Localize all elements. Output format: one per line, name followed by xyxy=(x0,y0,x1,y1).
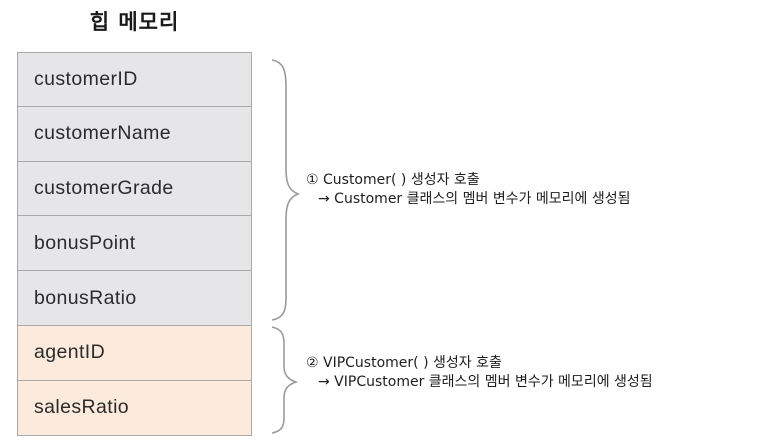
memory-cell-bonus-point: bonusPoint xyxy=(17,216,252,272)
heap-memory-stack: customerID customerName customerGrade bo… xyxy=(17,52,252,436)
memory-cell-agent-id: agentID xyxy=(17,325,252,381)
memory-cell-customer-name: customerName xyxy=(17,106,252,162)
customer-members-created-text: → Customer 클래스의 멤버 변수가 메모리에 생성됨 xyxy=(318,191,631,207)
vip-members-created-text: → VIPCustomer 클래스의 멤버 변수가 메모리에 생성됨 xyxy=(318,374,653,390)
memory-cell-sales-ratio: salesRatio xyxy=(17,380,252,436)
memory-cell-customer-grade: customerGrade xyxy=(17,161,252,217)
memory-cell-customer-id: customerID xyxy=(17,52,252,107)
vip-constructor-call-text: ② VIPCustomer( ) 생성자 호출 xyxy=(306,355,502,371)
customer-constructor-annotation: ① Customer( ) 생성자 호출 → Customer 클래스의 멤버 … xyxy=(306,171,631,209)
heap-memory-title: 힙 메모리 xyxy=(89,10,180,34)
customer-constructor-call-text: ① Customer( ) 생성자 호출 xyxy=(306,172,480,188)
vip-constructor-annotation: ② VIPCustomer( ) 생성자 호출 → VIPCustomer 클래… xyxy=(306,354,653,392)
vip-group-brace xyxy=(271,326,299,434)
customer-group-brace xyxy=(271,59,301,321)
memory-cell-bonus-ratio: bonusRatio xyxy=(17,271,252,326)
